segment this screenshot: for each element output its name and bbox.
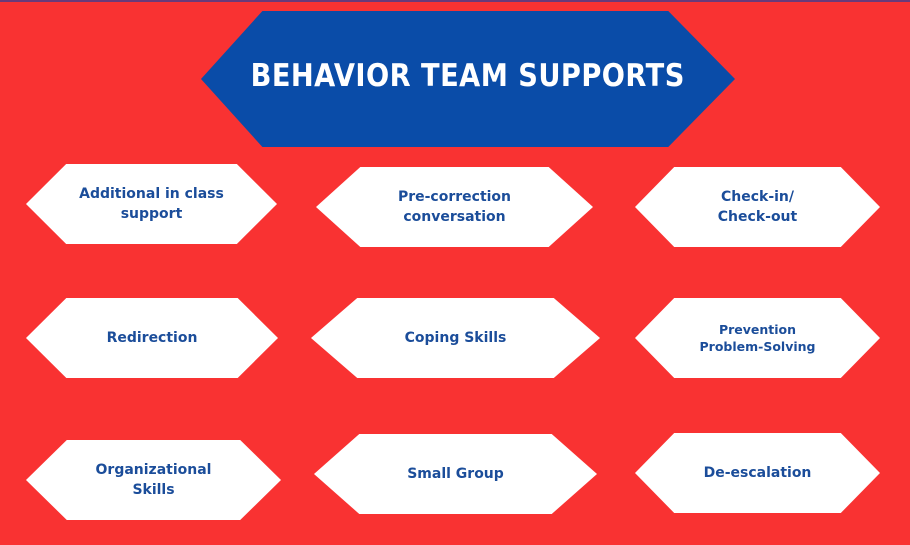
support-label: Pre-correction conversation <box>397 189 512 225</box>
support-card-prevention-problem-solving: Prevention Problem-Solving <box>635 298 880 378</box>
support-card-additional-in-class-support: Additional in class support <box>26 164 277 244</box>
title-banner: BEHAVIOR TEAM SUPPORTS <box>201 11 735 147</box>
support-card-small-group: Small Group <box>314 434 597 514</box>
support-label: Coping Skills <box>404 330 507 346</box>
support-label: De-escalation <box>703 465 812 481</box>
support-label: Prevention Problem-Solving <box>699 322 816 354</box>
support-card-pre-correction: Pre-correction conversation <box>316 167 593 247</box>
support-label: Organizational Skills <box>95 462 212 498</box>
support-card-coping-skills: Coping Skills <box>311 298 600 378</box>
support-card-organizational-skills: Organizational Skills <box>26 440 281 520</box>
support-card-check-in-check-out: Check-in/ Check-out <box>635 167 880 247</box>
page-title: BEHAVIOR TEAM SUPPORTS <box>250 58 686 94</box>
support-label: Check-in/ Check-out <box>717 189 798 225</box>
support-label: Additional in class support <box>79 186 224 222</box>
top-border <box>0 0 910 2</box>
support-label: Redirection <box>106 330 198 346</box>
support-card-redirection: Redirection <box>26 298 278 378</box>
support-label: Small Group <box>407 466 504 482</box>
support-card-de-escalation: De-escalation <box>635 433 880 513</box>
